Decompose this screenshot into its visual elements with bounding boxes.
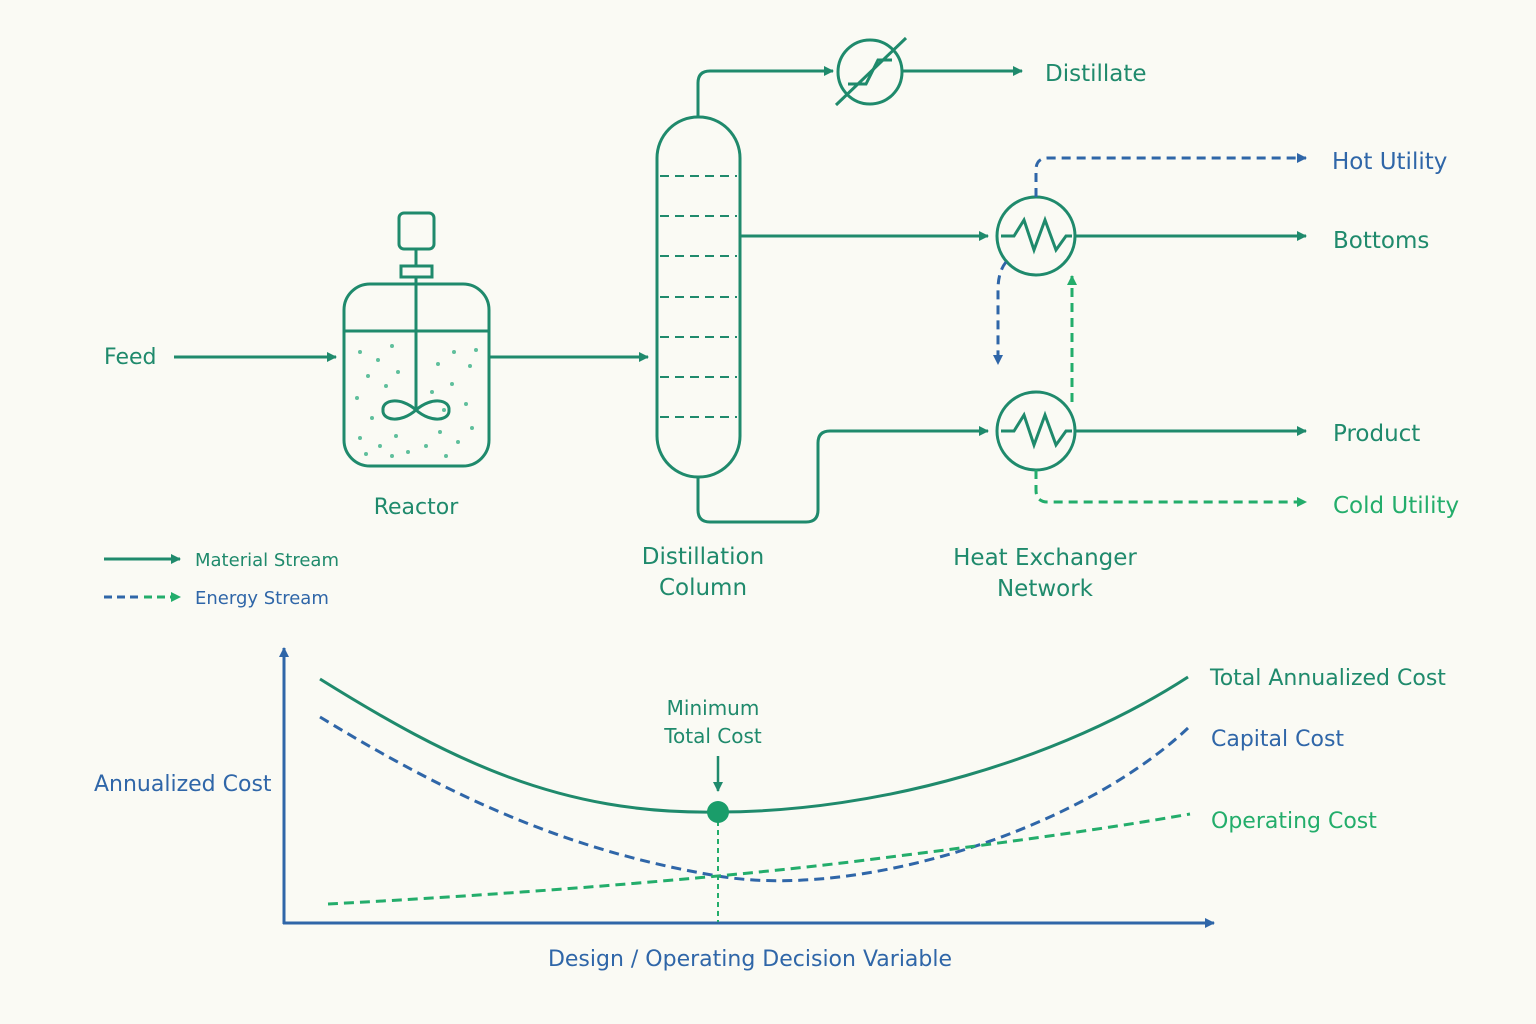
distillate-label: Distillate <box>1045 61 1147 87</box>
heat-exchanger-bottom-icon <box>995 390 1077 472</box>
condenser-icon <box>834 36 908 107</box>
column-bottoms-stream <box>696 426 989 524</box>
hot-utility-stream <box>1034 153 1307 197</box>
hot-energy-link <box>993 261 1008 365</box>
distillation-column-icon <box>655 115 742 479</box>
overhead-vapor-stream <box>696 66 834 117</box>
hx-label-line2: Network <box>997 576 1094 602</box>
reactor-icon <box>342 211 491 468</box>
series-label-total: Total Annualized Cost <box>1209 666 1446 691</box>
operating-cost-curve <box>327 812 1191 906</box>
bottoms-label: Bottoms <box>1333 228 1429 254</box>
hot-utility-label: Hot Utility <box>1332 149 1447 175</box>
series-label-capital: Capital Cost <box>1211 727 1344 752</box>
legend: Material Stream Energy Stream <box>104 550 339 609</box>
legend-energy-label: Energy Stream <box>195 588 329 609</box>
legend-material-label: Material Stream <box>195 550 339 571</box>
capital-cost-curve <box>319 715 1190 883</box>
x-axis-label: Design / Operating Decision Variable <box>548 947 952 972</box>
annotation-line1: Minimum <box>667 696 760 720</box>
heat-exchanger-top-icon <box>995 195 1077 277</box>
reactor-label: Reactor <box>374 495 459 520</box>
column-label-line2: Column <box>659 575 747 601</box>
cold-utility-stream <box>1034 470 1307 507</box>
minimum-cost-point <box>707 801 729 823</box>
product-label: Product <box>1333 421 1420 447</box>
cost-chart: Annualized Cost Design / Operating Decis… <box>94 647 1446 972</box>
y-axis-label: Annualized Cost <box>94 772 272 797</box>
series-label-operating: Operating Cost <box>1211 809 1377 834</box>
hx-label-line1: Heat Exchanger <box>953 545 1137 571</box>
annotation-line2: Total Cost <box>663 724 762 748</box>
cold-utility-label: Cold Utility <box>1333 493 1459 519</box>
feed-label: Feed <box>104 345 157 370</box>
column-label-line1: Distillation <box>642 544 764 570</box>
